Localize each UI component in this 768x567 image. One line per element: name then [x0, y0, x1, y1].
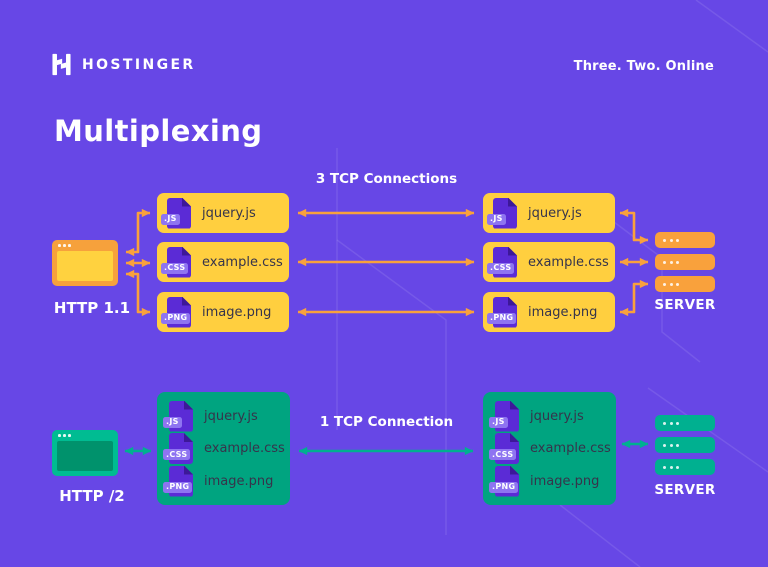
server-unit: [655, 276, 715, 292]
window-dots: [58, 434, 71, 437]
file-ext-badge: .CSS: [487, 262, 515, 274]
file-card-jquery-js: .JS jquery.js: [483, 193, 615, 233]
file-ext-badge: .CSS: [161, 262, 189, 274]
file-name: jquery.js: [528, 205, 582, 221]
http11-label: HTTP 1.1: [53, 299, 131, 317]
file-ext-badge: .JS: [163, 416, 182, 428]
png-file-icon: .PNG: [161, 296, 191, 328]
file-row-jquery-js: .JS jquery.js: [163, 400, 290, 432]
brand-name: HOSTINGER: [82, 56, 196, 73]
file-card-image-png: .PNG image.png: [483, 292, 615, 332]
arrow-server-js: [619, 208, 649, 245]
brand-tagline: Three. Two. Online: [573, 59, 714, 74]
js-file-icon: .JS: [487, 197, 517, 229]
arrow-client-js: [125, 208, 151, 257]
css-file-icon: .CSS: [163, 433, 193, 464]
png-file-icon: .PNG: [487, 296, 517, 328]
file-row-example-css: .CSS example.css: [163, 433, 290, 464]
multiplexed-files-box: .JS jquery.js .CSS example.css .PNG imag…: [483, 392, 616, 505]
window-screen: [57, 251, 113, 281]
http11-browser-window: [52, 240, 118, 286]
server-unit: [655, 232, 715, 248]
file-ext-badge: .JS: [489, 416, 508, 428]
file-name: example.css: [202, 254, 283, 270]
file-ext-badge: .PNG: [163, 481, 193, 493]
brand-lockup: HOSTINGER: [50, 53, 196, 76]
file-name: image.png: [202, 304, 272, 320]
file-card-jquery-js: .JS jquery.js: [157, 193, 289, 233]
file-ext-badge: .CSS: [163, 449, 191, 460]
file-card-image-png: .PNG image.png: [157, 292, 289, 332]
server-unit: [655, 254, 715, 270]
top-connection-label: 3 TCP Connections: [315, 171, 458, 187]
file-card-example-css: .CSS example.css: [157, 242, 289, 282]
file-name: example.css: [530, 441, 611, 456]
png-file-icon: .PNG: [163, 465, 193, 497]
http2-browser-window: [52, 430, 118, 476]
server-rack-top: [655, 232, 715, 292]
png-file-icon: .PNG: [489, 465, 519, 497]
file-card-example-css: .CSS example.css: [483, 242, 615, 282]
server-unit: [655, 415, 715, 431]
js-file-icon: .JS: [161, 197, 191, 229]
multiplexed-files-box: .JS jquery.js .CSS example.css .PNG imag…: [157, 392, 290, 505]
window-dots: [58, 244, 71, 247]
file-name: image.png: [530, 473, 600, 489]
file-row-jquery-js: .JS jquery.js: [489, 400, 616, 432]
file-ext-badge: .CSS: [489, 449, 517, 460]
bottom-connection-label: 1 TCP Connection: [319, 414, 454, 430]
hostinger-logo-icon: [52, 53, 71, 76]
top-server-label: SERVER: [654, 297, 716, 313]
file-name: example.css: [204, 441, 285, 456]
server-rack-bottom: [655, 415, 715, 475]
file-name: jquery.js: [530, 408, 584, 424]
js-file-icon: .JS: [163, 400, 193, 432]
file-ext-badge: .JS: [161, 213, 180, 225]
file-ext-badge: .PNG: [489, 481, 519, 493]
file-ext-badge: .JS: [487, 213, 506, 225]
file-ext-badge: .PNG: [487, 312, 517, 324]
css-file-icon: .CSS: [487, 246, 517, 278]
css-file-icon: .CSS: [161, 246, 191, 278]
file-name: jquery.js: [204, 408, 258, 424]
file-row-image-png: .PNG image.png: [163, 465, 290, 497]
file-name: image.png: [204, 473, 274, 489]
http2-label: HTTP /2: [59, 487, 125, 505]
window-screen: [57, 441, 113, 471]
server-unit: [655, 459, 715, 475]
file-name: jquery.js: [202, 205, 256, 221]
server-unit: [655, 437, 715, 453]
css-file-icon: .CSS: [489, 433, 519, 464]
bottom-server-label: SERVER: [654, 482, 716, 498]
page-title: Multiplexing: [54, 114, 263, 148]
file-name: image.png: [528, 304, 598, 320]
file-ext-badge: .PNG: [161, 312, 191, 324]
js-file-icon: .JS: [489, 400, 519, 432]
file-row-example-css: .CSS example.css: [489, 433, 616, 464]
file-name: example.css: [528, 254, 609, 270]
file-row-image-png: .PNG image.png: [489, 465, 616, 497]
